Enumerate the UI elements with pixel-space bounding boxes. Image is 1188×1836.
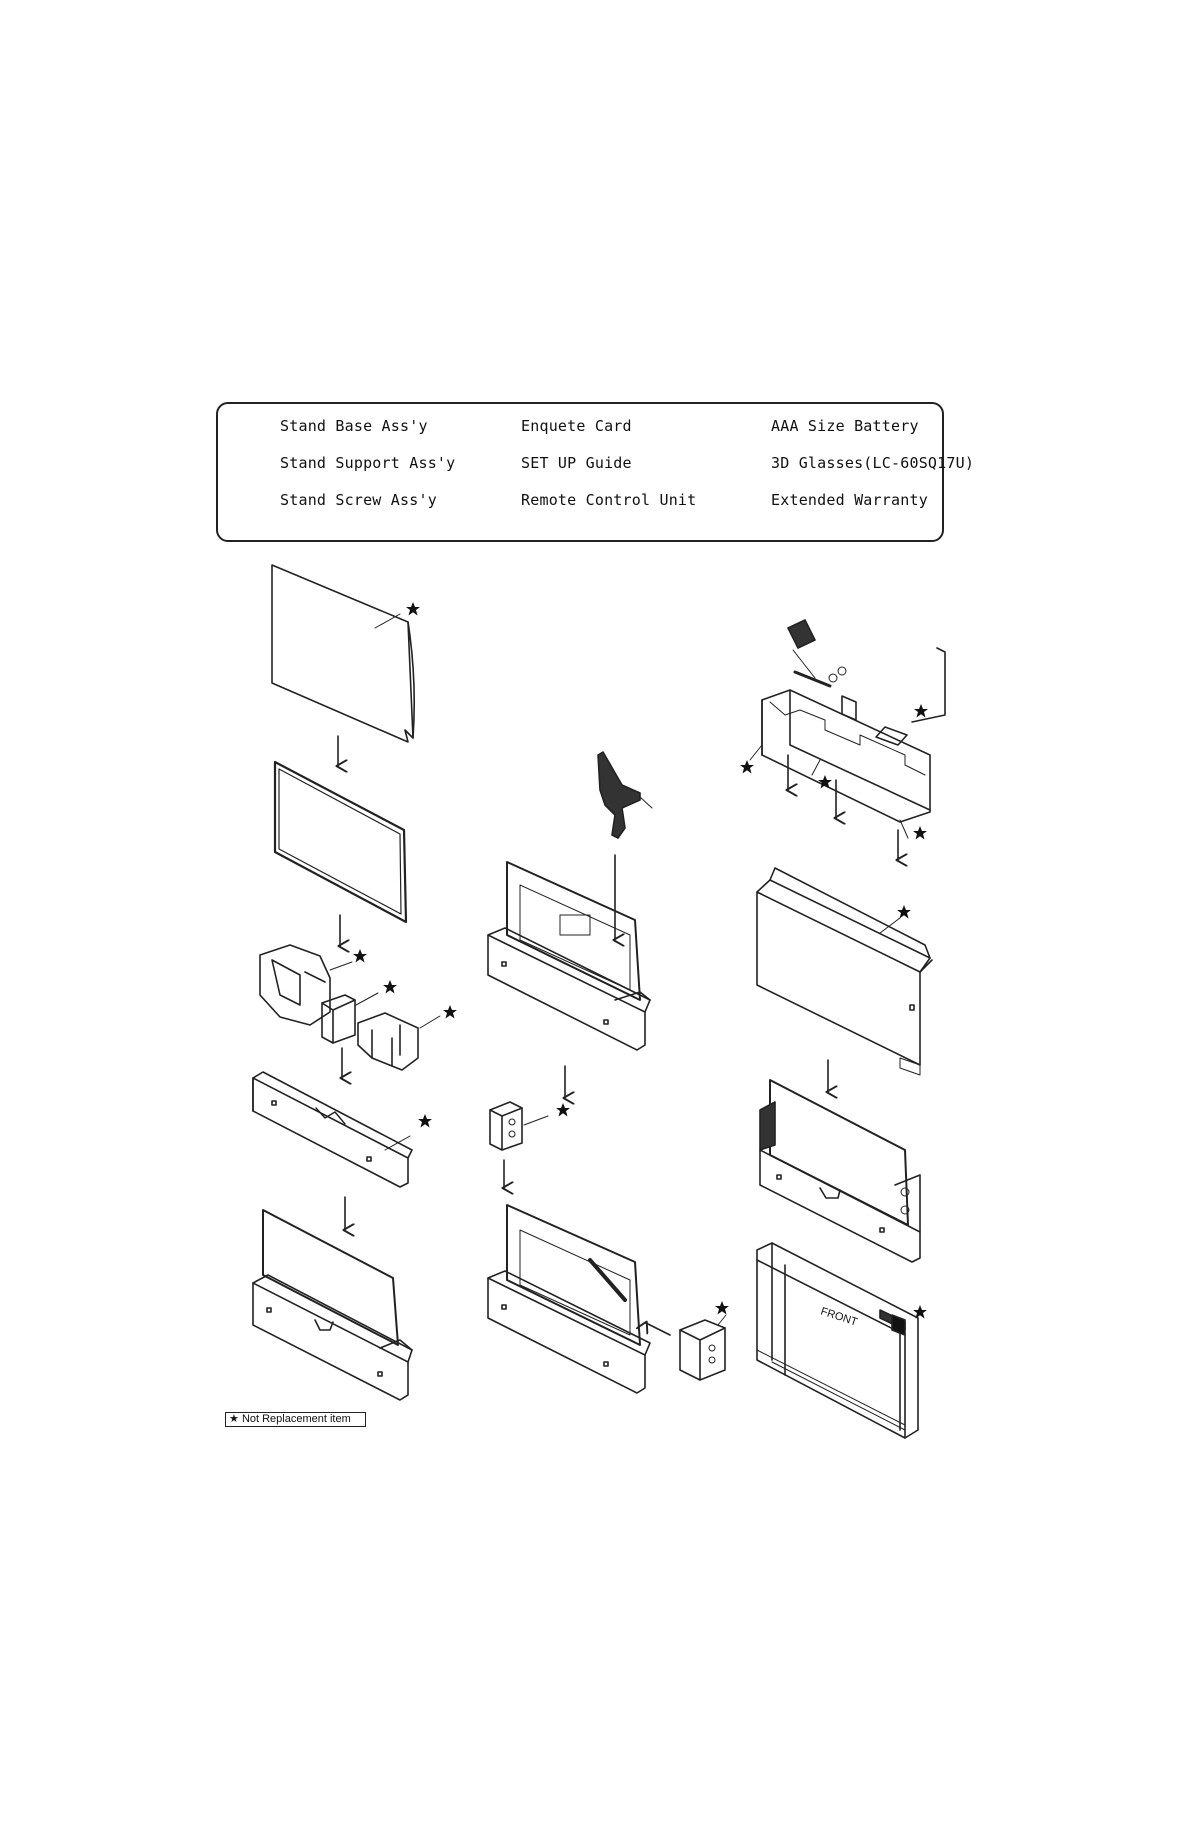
note-text: Not Replacement item bbox=[241, 1413, 351, 1425]
wall-bracket bbox=[597, 751, 653, 839]
accessories-legend: Stand Base Ass'y Enquete Card AAA Size B… bbox=[216, 402, 974, 542]
legend-3d-glasses: 3D Glasses(LC-60SQ17U) bbox=[771, 454, 975, 472]
small-spacer bbox=[321, 992, 379, 1044]
outer-carton-closed bbox=[756, 1242, 919, 1439]
star-icon: ★ bbox=[229, 1413, 239, 1425]
accessory-box bbox=[749, 689, 931, 839]
legend-stand-base: Stand Base Ass'y bbox=[280, 417, 428, 435]
legend-enquete-card: Enquete Card bbox=[521, 417, 632, 435]
arrow-side-spacer bbox=[646, 1323, 671, 1336]
right-cushion bbox=[357, 1012, 441, 1071]
legend-aaa-battery: AAA Size Battery bbox=[771, 417, 919, 435]
tv-panel bbox=[273, 760, 408, 924]
legend-stand-screw: Stand Screw Ass'y bbox=[280, 491, 437, 509]
protective-bag bbox=[271, 564, 416, 743]
legend-remote-control: Remote Control Unit bbox=[521, 491, 697, 509]
not-replacement-note: ★ Not Replacement item bbox=[225, 1412, 366, 1427]
middle-spacer bbox=[489, 1101, 549, 1151]
bottom-tray bbox=[252, 1071, 413, 1188]
legend-setup-guide: SET UP Guide bbox=[521, 454, 632, 472]
legend-stand-support: Stand Support Ass'y bbox=[280, 454, 456, 472]
left-assembly bbox=[252, 1209, 413, 1401]
legend-extended-warranty: Extended Warranty bbox=[771, 491, 928, 509]
left-cushion bbox=[259, 944, 353, 1026]
outer-carton-open bbox=[756, 867, 933, 1076]
side-spacer bbox=[679, 1314, 727, 1381]
middle-assembly-top bbox=[487, 861, 651, 1051]
right-assembly bbox=[759, 1079, 921, 1263]
middle-assembly-bottom bbox=[487, 1204, 651, 1394]
accessory-parts bbox=[787, 619, 946, 746]
